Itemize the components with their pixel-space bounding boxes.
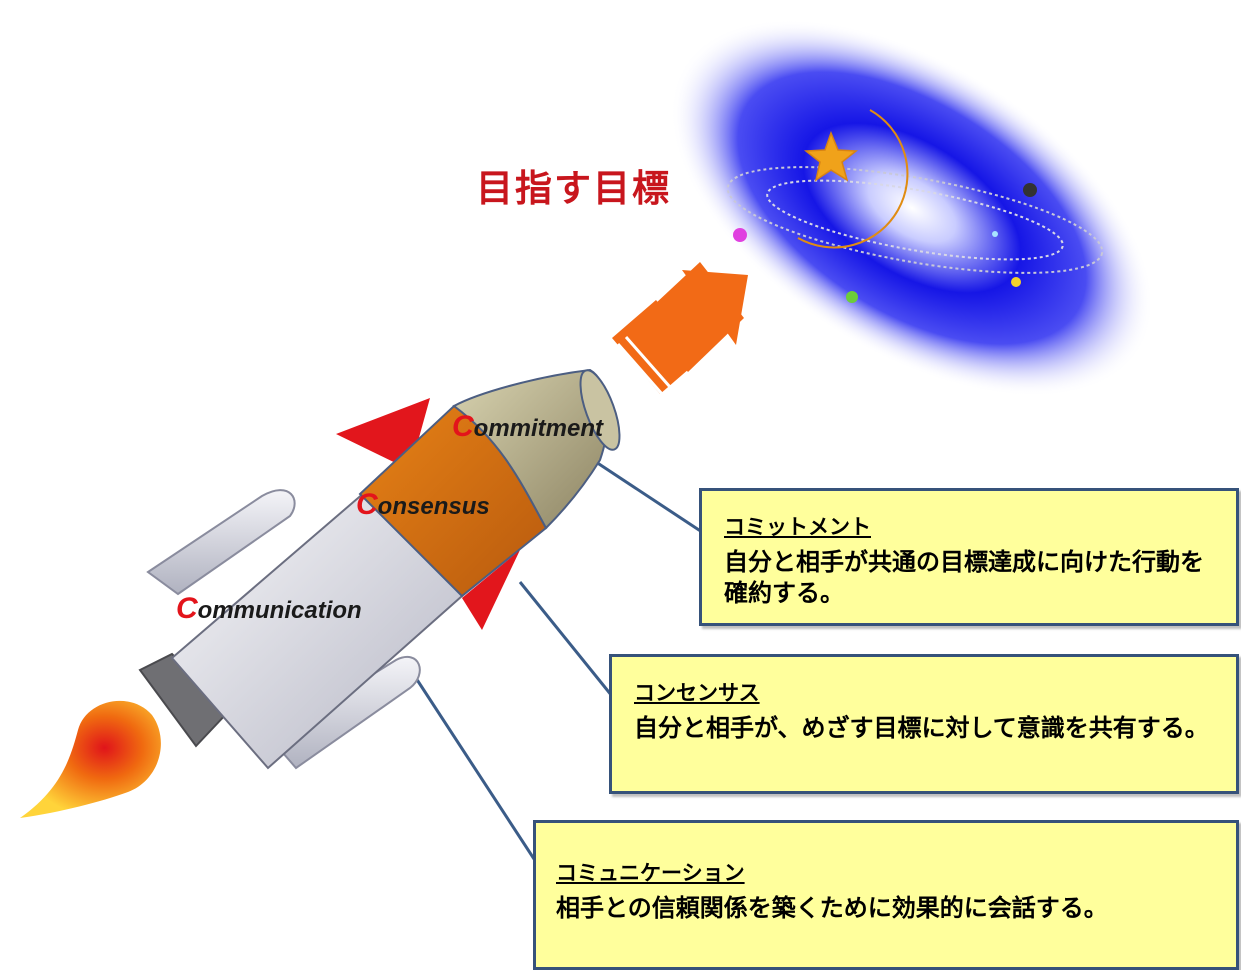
label-initial: C <box>452 410 474 443</box>
planet-dark <box>1023 183 1037 197</box>
label-rest: ommunication <box>197 597 362 624</box>
star-dot <box>992 231 998 237</box>
connector-communication <box>410 671 538 863</box>
label-rest: onsensus <box>377 493 490 520</box>
flame-icon <box>20 700 161 818</box>
callout-commitment: コミットメント 自分と相手が共通の目標達成に向けた行動を確約する。 <box>699 488 1239 626</box>
goal-arrow <box>612 262 748 395</box>
goal-title: 目指す目標 <box>476 167 671 210</box>
callout-title: コミットメント <box>724 515 871 539</box>
rocket-label-commitment: Commitment <box>452 410 603 444</box>
star-icon <box>803 130 859 182</box>
rocket-illustration <box>138 368 621 770</box>
planet-yellow <box>1011 277 1021 287</box>
label-initial: C <box>176 592 198 625</box>
planet-green <box>846 291 858 303</box>
callout-body: 自分と相手が共通の目標達成に向けた行動を確約する。 <box>724 548 1204 607</box>
rocket-label-communication: Communication <box>176 592 362 626</box>
galaxy-illustration <box>670 19 1154 397</box>
callout-body: 相手との信頼関係を築くために効果的に会話する。 <box>556 894 1108 922</box>
crescent-moon-icon <box>797 109 909 249</box>
rocket-label-consensus: Consensus <box>356 488 490 522</box>
callout-body: 自分と相手が、めざす目標に対して意識を共有する。 <box>634 714 1209 742</box>
planet-magenta <box>733 228 747 242</box>
connector-consensus <box>518 581 614 697</box>
callout-title: コミュニケーション <box>556 861 745 885</box>
callout-consensus: コンセンサス 自分と相手が、めざす目標に対して意識を共有する。 <box>609 654 1239 794</box>
callout-title: コンセンサス <box>634 681 760 705</box>
callout-communication: コミュニケーション 相手との信頼関係を築くために効果的に会話する。 <box>533 820 1239 970</box>
label-initial: C <box>356 488 378 521</box>
connector-commitment <box>595 460 703 534</box>
label-rest: ommitment <box>473 415 604 442</box>
